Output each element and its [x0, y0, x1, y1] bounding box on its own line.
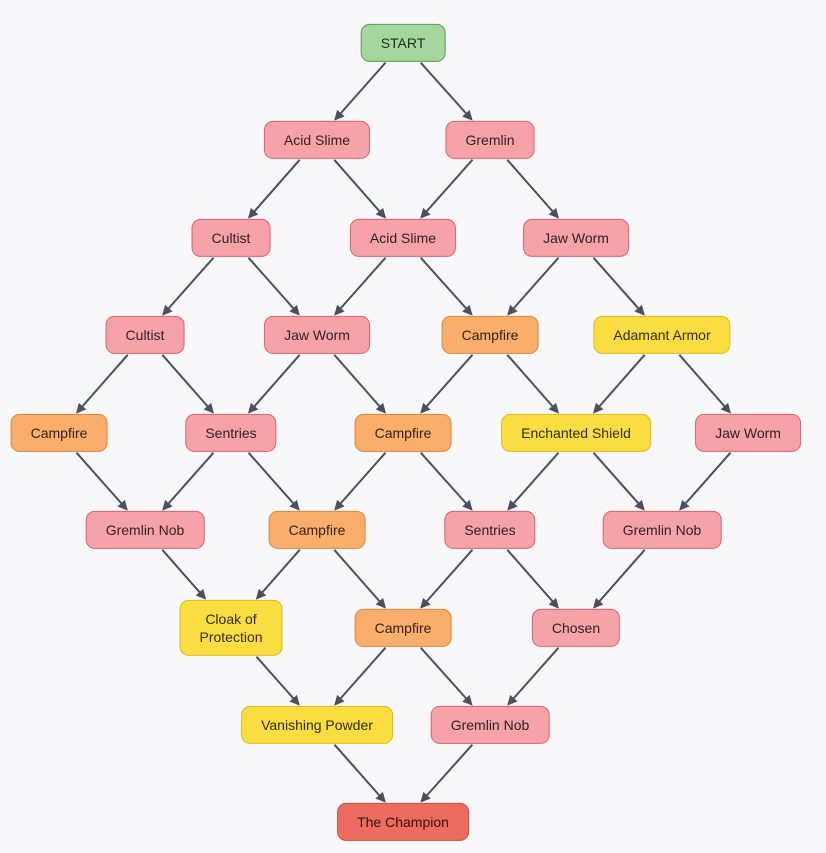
map-node-gremlin-nob: Gremlin Nob — [430, 705, 550, 745]
map-node-label: START — [380, 34, 426, 51]
map-node-label: Jaw Worm — [284, 326, 350, 343]
map-node-acid-slime: Acid Slime — [349, 218, 457, 258]
map-node-label: Cultist — [125, 326, 165, 343]
map-node-label: Jaw Worm — [543, 229, 609, 246]
map-node-label: Campfire — [374, 619, 432, 636]
map-edge-c2-d3 — [333, 354, 386, 414]
map-node-cultist: Cultist — [105, 315, 185, 355]
map-node-label: Acid Slime — [283, 131, 351, 148]
map-edge-b1-c1 — [162, 257, 215, 316]
map-edge-b2-c3 — [419, 257, 473, 316]
map-edge-a2-b2 — [420, 159, 474, 219]
map-edge-b1-c2 — [247, 257, 300, 316]
map-edge-e3-f2 — [420, 549, 474, 609]
map-edge-e2-f1 — [255, 549, 301, 600]
map-node-chosen: Chosen — [531, 608, 621, 648]
map-edge-f2-g1 — [334, 647, 387, 706]
map-edge-f3-g2 — [507, 647, 560, 706]
map-node-campfire: Campfire — [10, 413, 108, 453]
map-node-enchanted-shield: Enchanted Shield — [501, 413, 651, 453]
map-edge-b3-c4 — [592, 257, 645, 316]
map-node-jaw-worm: Jaw Worm — [264, 315, 370, 355]
map-edge-a1-b2 — [333, 159, 386, 219]
map-edge-d3-e2 — [334, 452, 387, 511]
map-edge-c4-d5 — [678, 354, 731, 414]
map-node-label: Gremlin Nob — [622, 521, 702, 538]
map-node-gremlin-nob: Gremlin Nob — [85, 510, 205, 550]
map-node-label: Gremlin Nob — [105, 521, 185, 538]
map-node-label: Acid Slime — [369, 229, 437, 246]
map-edge-d2-e2 — [247, 452, 300, 511]
map-edge-d4-e3 — [507, 452, 560, 511]
map-edge-d1-e1 — [75, 452, 128, 511]
map-node-acid-slime: Acid Slime — [263, 120, 371, 160]
map-node-label: Cultist — [211, 229, 251, 246]
map-edge-s-a1 — [334, 62, 387, 121]
map-node-vanishing-powder: Vanishing Powder — [241, 705, 393, 745]
map-edge-c3-d3 — [420, 354, 474, 414]
map-node-campfire: Campfire — [268, 510, 366, 550]
map-node-label: Enchanted Shield — [521, 424, 631, 441]
map-edge-d4-e4 — [592, 452, 645, 511]
map-node-label: The Champion — [357, 813, 449, 830]
map-node-label: Sentries — [205, 424, 257, 441]
map-node-jaw-worm: Jaw Worm — [695, 413, 801, 453]
map-node-label: Vanishing Powder — [261, 716, 373, 733]
map-node-gremlin-nob: Gremlin Nob — [602, 510, 722, 550]
map-edge-g2-h1 — [420, 744, 474, 803]
map-node-label: Cloak of Protection — [199, 610, 263, 645]
map-node-the-champion: The Champion — [337, 802, 469, 842]
map-edge-c3-d4 — [506, 354, 559, 414]
map-edge-e3-f3 — [506, 549, 559, 609]
map-edge-a1-b1 — [248, 159, 301, 219]
map-edge-f2-g2 — [419, 647, 473, 706]
map-node-cloak-of-protection: Cloak of Protection — [179, 599, 283, 657]
map-node-label: Chosen — [551, 619, 601, 636]
map-edge-d3-e3 — [419, 452, 473, 511]
map-node-campfire: Campfire — [441, 315, 539, 355]
map-edge-a2-b3 — [506, 159, 559, 219]
map-node-label: Campfire — [30, 424, 88, 441]
map-node-label: Campfire — [461, 326, 519, 343]
map-edge-b2-c2 — [334, 257, 387, 316]
map-edge-c4-d4 — [593, 354, 646, 414]
map-node-cultist: Cultist — [191, 218, 271, 258]
map-node-label: Campfire — [288, 521, 346, 538]
map-node-jaw-worm: Jaw Worm — [523, 218, 629, 258]
map-node-campfire: Campfire — [354, 413, 452, 453]
map-node-label: Adamant Armor — [613, 326, 711, 343]
map-edge-e2-f2 — [333, 549, 386, 609]
map-node-label: Gremlin — [465, 131, 515, 148]
map-node-gremlin: Gremlin — [445, 120, 535, 160]
map-edge-d5-e4 — [679, 452, 732, 511]
map-edge-c1-d2 — [161, 354, 214, 414]
map-node-adamant-armor: Adamant Armor — [593, 315, 731, 355]
map-edge-c1-d1 — [76, 354, 129, 414]
map-edge-e1-f1 — [161, 549, 207, 600]
map-edge-b3-c3 — [507, 257, 560, 316]
map-edge-d2-e1 — [162, 452, 215, 511]
map-edge-c2-d2 — [248, 354, 301, 414]
map-node-start: START — [360, 23, 446, 63]
map-node-label: Campfire — [374, 424, 432, 441]
map-node-label: Jaw Worm — [715, 424, 781, 441]
map-node-label: Sentries — [464, 521, 516, 538]
map-node-sentries: Sentries — [444, 510, 536, 550]
map-edge-g1-h1 — [333, 744, 386, 803]
map-node-label: Gremlin Nob — [450, 716, 530, 733]
map-edge-e4-f3 — [593, 549, 646, 609]
map-node-sentries: Sentries — [185, 413, 277, 453]
map-node-campfire: Campfire — [354, 608, 452, 648]
map-edge-f1-g1 — [255, 656, 300, 706]
map-edge-s-a2 — [419, 62, 473, 121]
